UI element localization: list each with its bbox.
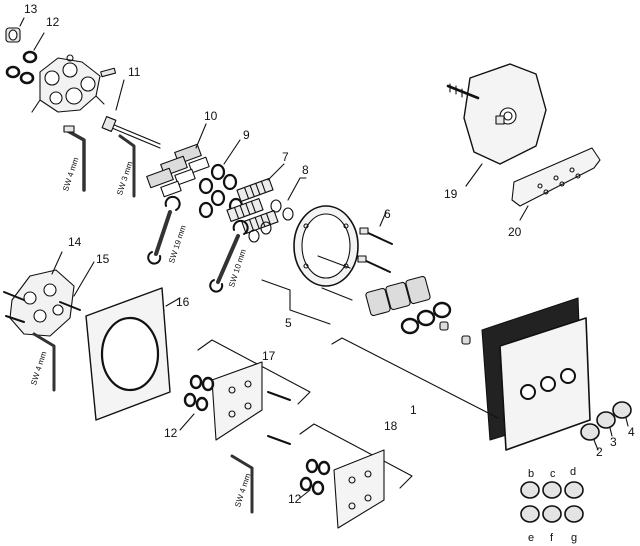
label-part-2: 2 [596,445,603,459]
part-12-o-rings-top [7,33,44,83]
label-part-8: 8 [302,163,309,177]
part-16-frame [86,288,180,420]
label-part-12-top: 12 [46,15,60,29]
label-variant-b: b [528,468,535,480]
label-part-11: 11 [128,65,141,79]
part-7-extensions [227,164,284,233]
label-variant-c: c [550,468,556,480]
label-variant-g: g [571,532,578,544]
allen-key-sw4-top [64,126,84,190]
part-13-cap [6,18,24,42]
part-20-bracket [512,148,600,220]
variant-buttons [521,482,583,522]
part-17-mounting-plate [180,340,310,444]
label-variant-f: f [550,532,554,544]
allen-key-sw4-bottom [232,456,252,512]
label-part-16: 16 [176,295,190,309]
part-6-screws [358,212,392,272]
part-9-nuts [200,140,242,217]
label-part-9: 9 [243,128,250,142]
label-part-14: 14 [68,235,82,249]
wrench-sw19 [148,197,179,264]
label-part-10: 10 [204,109,218,123]
label-variant-e: e [528,532,535,544]
wrench-sw10 [210,221,247,292]
part-8-rings [249,178,306,242]
label-part-4: 4 [628,425,635,439]
basic-body-valve [32,55,104,112]
allen-key-sw3 [120,136,134,196]
part-14-15-body [4,252,94,336]
label-part-3: 3 [610,435,617,449]
label-variant-d: d [570,466,577,478]
part-19-rough-in-plate [448,64,546,186]
label-part-19: 19 [444,187,458,201]
label-part-12-middle: 12 [164,426,178,440]
part-11-spindle [102,80,160,148]
label-part-18: 18 [384,419,398,433]
allen-key-sw4-lower [34,334,54,390]
part-18-mounting-plate [300,424,412,528]
label-part-20: 20 [508,225,522,239]
part-1-cover-plate [332,298,590,450]
label-part-15: 15 [96,252,110,266]
label-part-7: 7 [282,150,289,164]
part-2-3-4-buttons [581,402,631,450]
label-part-12-bottom: 12 [288,492,302,506]
part-10-cartridges [147,124,209,197]
label-part-1: 1 [410,403,417,417]
label-part-17: 17 [262,349,276,363]
label-part-13: 13 [24,2,38,16]
label-part-6: 6 [384,207,391,221]
part-screw-top [101,68,116,76]
function-unit [365,276,470,344]
part-5-mounting-ring [262,206,358,324]
label-part-5: 5 [285,316,292,330]
